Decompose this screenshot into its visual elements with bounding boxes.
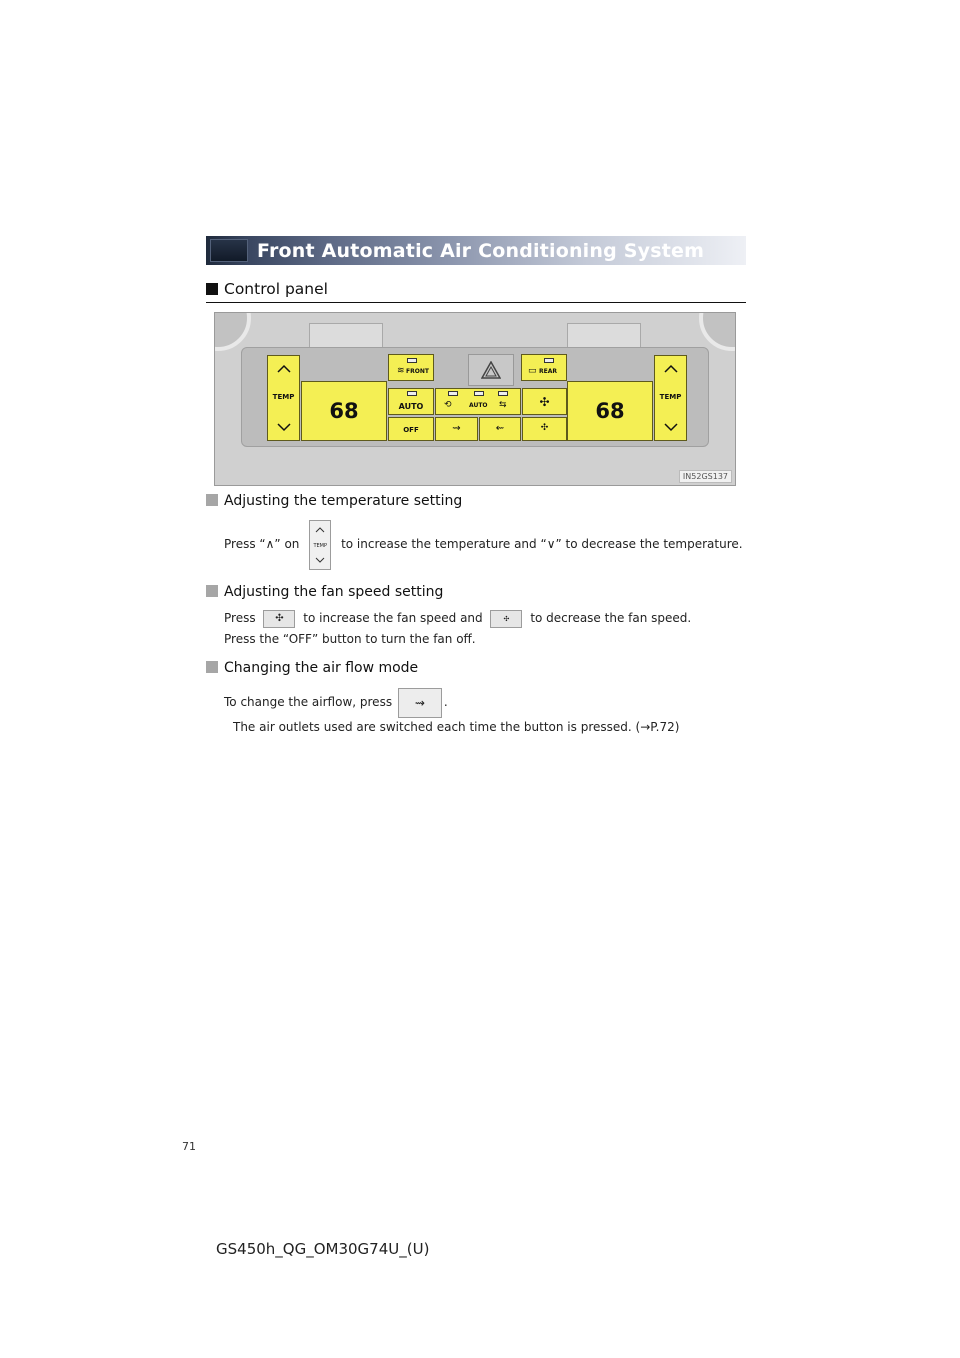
heading-rule (206, 302, 746, 303)
right-temperature-display: 68 (567, 381, 653, 441)
airflow-text-b: . (443, 695, 448, 709)
front-defroster-icon: ≋ (397, 366, 405, 376)
right-vent-slot (567, 323, 641, 349)
fresh-air-led (498, 391, 508, 396)
fan-instruction: Press ✣ to increase the fan speed and ✣ … (224, 608, 691, 628)
temp-text-b: ” on (274, 537, 300, 551)
airflow-heading: Changing the air flow mode (206, 660, 418, 676)
auto-indicator-led (407, 391, 417, 396)
intake-auto-led (474, 391, 484, 396)
air-intake-button[interactable]: ⟲ AUTO ⇆ (435, 388, 521, 415)
page-title: Front Automatic Air Conditioning System (257, 240, 705, 262)
fan-high-button[interactable]: ✣ (522, 388, 567, 415)
title-tab-decoration (210, 239, 248, 262)
airflow-mode-button-b[interactable]: ⇜ (479, 417, 521, 441)
airflow-key-inline: ⇝ (397, 687, 442, 718)
square-bullet-icon (206, 661, 218, 673)
auto-label: AUTO (398, 402, 424, 411)
fresh-air-icon: ⇆ (499, 400, 507, 410)
fan-off-instruction: Press the “OFF” button to turn the fan o… (224, 632, 476, 646)
image-code: IN52GS137 (678, 470, 732, 483)
arrow-icon: → (640, 720, 651, 734)
airflow-note-a: The air outlets used are switched each t… (233, 720, 641, 734)
front-defroster-button[interactable]: ≋ FRONT (388, 354, 434, 381)
fan-high-icon: ✣ (275, 612, 284, 624)
square-bullet-icon (206, 585, 218, 597)
fan-low-key-inline: ✣ (490, 609, 523, 628)
up-symbol: ∧ (265, 537, 275, 551)
right-knob-decoration (699, 313, 735, 351)
left-temp-label: TEMP (272, 393, 295, 401)
temp-key-label: TEMP (313, 542, 327, 549)
temp-text-a: Press “ (224, 537, 266, 551)
up-arrow-icon (277, 364, 291, 373)
fan-low-button[interactable]: ✣ (522, 417, 567, 441)
temp-text-c: to increase the temperature and “ (341, 537, 547, 551)
airflow-instruction: To change the airflow, press ⇝. (224, 686, 448, 718)
front-label: FRONT (406, 368, 429, 375)
airflow-text-a: To change the airflow, press (224, 695, 393, 709)
left-temp-button[interactable]: TEMP (267, 355, 300, 441)
temp-key-inline: TEMP (309, 519, 332, 570)
control-panel-heading-text: Control panel (224, 280, 328, 298)
intake-auto-label: AUTO (469, 402, 488, 409)
recirculation-icon: ⟲ (444, 400, 452, 410)
temperature-instruction: Press “∧” on TEMP to increase the temper… (224, 518, 743, 570)
fan-low-icon: ✣ (503, 614, 510, 623)
fan-high-icon: ✣ (539, 395, 550, 409)
section-title-bar (206, 236, 746, 265)
front-indicator-led (407, 358, 417, 363)
temperature-heading: Adjusting the temperature setting (206, 493, 462, 509)
hazard-icon (481, 361, 501, 379)
fan-low-icon: ✣ (540, 423, 549, 433)
right-temp-label: TEMP (659, 393, 682, 401)
rear-indicator-led (544, 358, 554, 363)
fan-text-b: to increase the fan speed and (303, 611, 483, 625)
off-label: OFF (403, 426, 419, 434)
down-arrow-icon (664, 423, 678, 432)
fan-text-c: to decrease the fan speed. (530, 611, 692, 625)
down-arrow-icon (277, 423, 291, 432)
control-panel-heading: Control panel (206, 280, 328, 298)
left-vent-slot (309, 323, 383, 349)
hazard-button[interactable] (468, 354, 514, 386)
fan-heading: Adjusting the fan speed setting (206, 584, 443, 600)
up-arrow-icon (664, 364, 678, 373)
square-bullet-icon (206, 283, 218, 295)
square-bullet-icon (206, 494, 218, 506)
airflow-mode-button-a[interactable]: ⇝ (435, 417, 478, 441)
up-arrow-icon (315, 526, 325, 532)
left-temperature-display: 68 (301, 381, 387, 441)
fan-text-a: Press (224, 611, 256, 625)
control-panel-illustration: TEMP 68 ≋ FRONT ▭ REAR AUTO ⟲ AUTO ⇆ ✣ O… (214, 312, 736, 486)
temperature-heading-text: Adjusting the temperature setting (224, 493, 463, 509)
airflow-mode-icon: ⇜ (495, 423, 505, 434)
rear-label: REAR (539, 368, 557, 375)
down-symbol: ∨ (546, 537, 556, 551)
auto-button[interactable]: AUTO (388, 388, 434, 415)
right-temp-button[interactable]: TEMP (654, 355, 687, 441)
fan-high-key-inline: ✣ (263, 609, 296, 628)
airflow-mode-icon: ⇝ (452, 423, 461, 434)
recirc-led (448, 391, 458, 396)
down-arrow-icon (315, 557, 325, 563)
rear-defroster-button[interactable]: ▭ REAR (521, 354, 567, 381)
page-number: 71 (182, 1140, 196, 1153)
airflow-mode-icon: ⇝ (414, 695, 425, 710)
left-knob-decoration (215, 313, 251, 351)
fan-off-button[interactable]: OFF (388, 417, 434, 441)
rear-defroster-icon: ▭ (528, 366, 537, 376)
airflow-note-b: P.72) (650, 720, 680, 734)
footer-code: GS450h_QG_OM30G74U_(U) (216, 1240, 430, 1258)
temp-text-d: ” to decrease the temperature. (555, 537, 743, 551)
airflow-note: The air outlets used are switched each t… (233, 720, 679, 734)
airflow-heading-text: Changing the air flow mode (224, 660, 419, 676)
fan-heading-text: Adjusting the fan speed setting (224, 584, 444, 600)
